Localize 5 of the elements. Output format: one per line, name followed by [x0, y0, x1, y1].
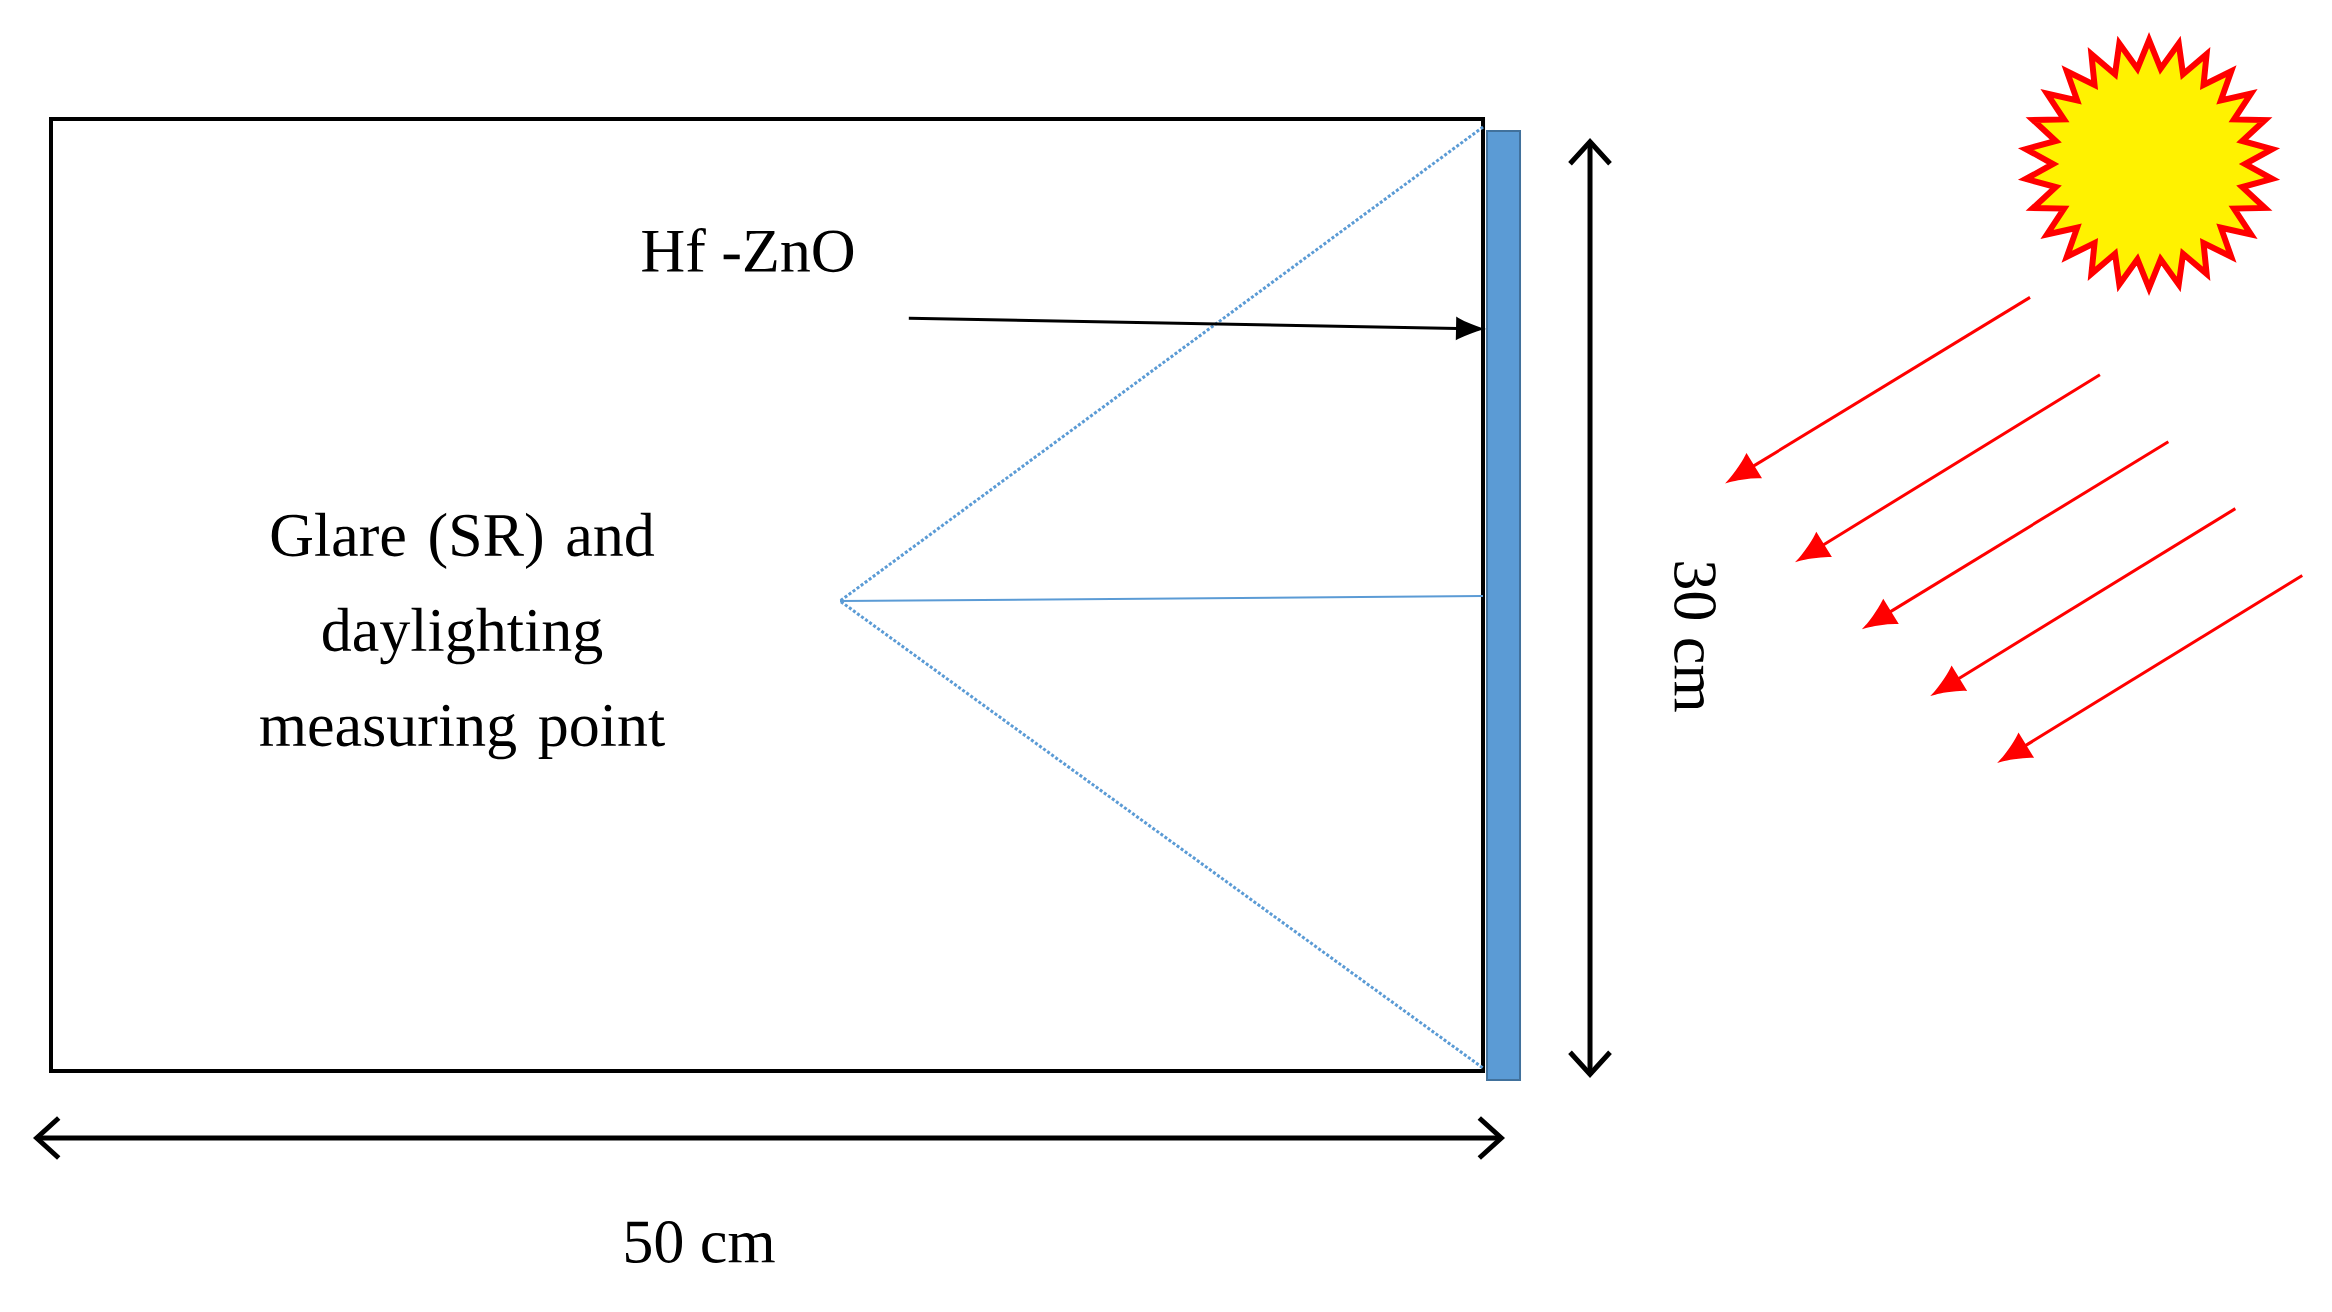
label-text: Hf -ZnO	[642, 227, 854, 273]
label-text: Glare (SR) and daylighting measuring point	[260, 512, 665, 760]
dimension-label: 30 cm	[1674, 562, 1716, 712]
glazing-panel	[1486, 130, 1521, 1081]
dimension-label: 50 cm	[626, 1221, 775, 1263]
